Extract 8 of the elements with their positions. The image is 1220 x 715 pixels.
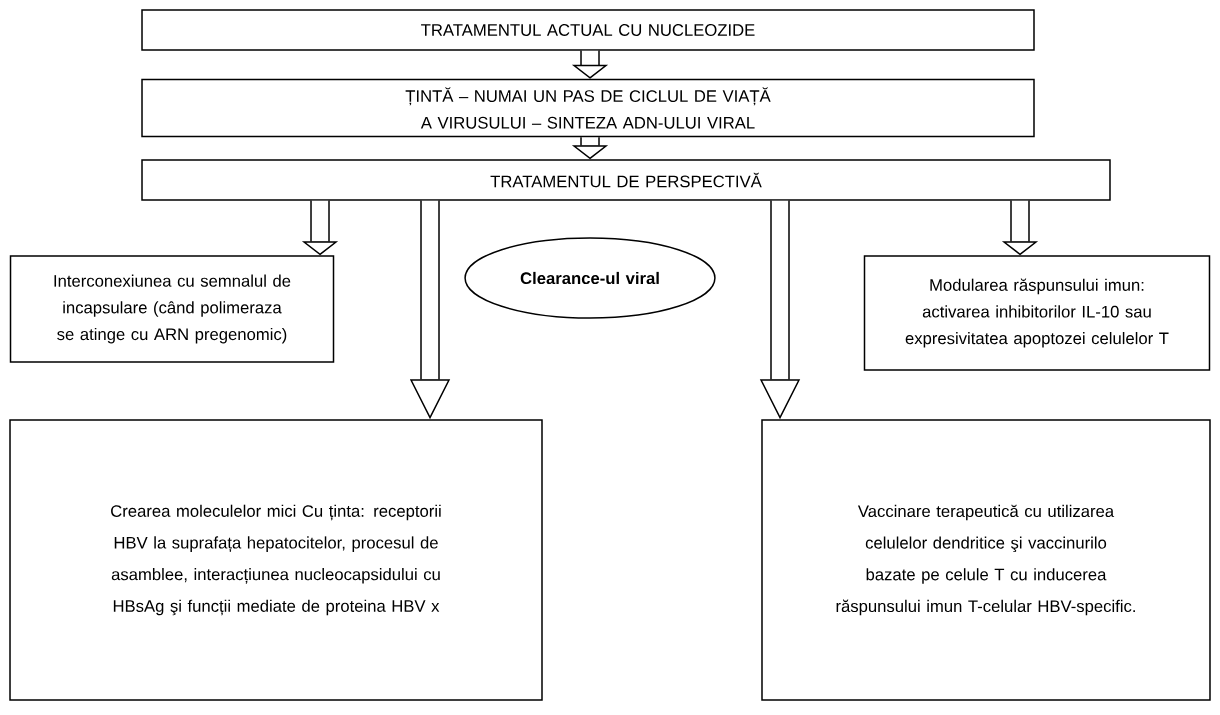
process-box: Modularea răspunsului imun: activarea inhibitorilor IL-10 sau expresivitatea apoptozei celulelor T xyxy=(863,255,1211,371)
process-box: Interconexiunea cu semnalul de incapsulare (când polimeraza se atinge cu ARN pregenomic) xyxy=(9,255,335,363)
process-box: TRATAMENTUL DE PERSPECTIVĂ xyxy=(141,159,1111,201)
process-box: Crearea moleculelor mici Cu ținta: receptorii HBV la suprafața hepatocitelor, procesul de asamblee, interacțiunea nucleocapsidului cu HBsAg şi funcții mediate de proteina HBV x xyxy=(9,419,543,701)
process-box: TRATAMENTUL ACTUAL CU NUCLEOZIDE xyxy=(141,9,1035,51)
process-box: ȚINTĂ – NUMAI UN PAS DE CICLUL DE VIAȚĂ A VIRUSULUI – SINTEZA ADN-ULUI VIRAL xyxy=(141,78,1035,138)
ellipse-node: Clearance-ul viral xyxy=(464,237,716,319)
process-box: Vaccinare terapeutică cu utilizarea celulelor dendritice şi vaccinurilo bazate pe celule T cu inducerea răspunsului imun T-celular HBV-specific. xyxy=(761,419,1211,701)
